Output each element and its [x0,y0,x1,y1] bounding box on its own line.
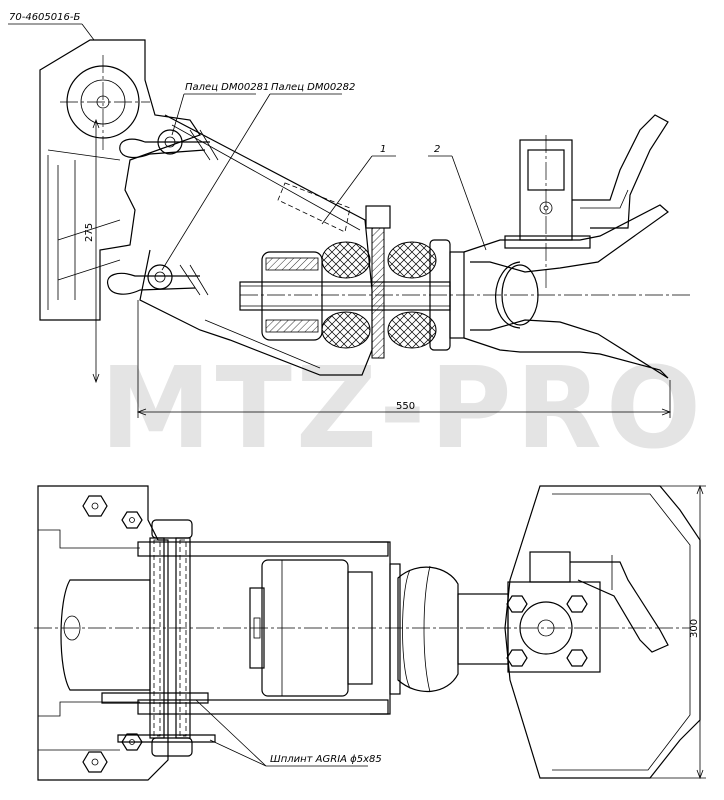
bracket-inner-lines [47,149,121,310]
side-view: 275 550 Палец DM00281 Палец DM00282 1 2 [39,39,690,418]
callout-pin-2-leader [161,93,271,271]
bracket-housing [39,39,201,321]
watermark: MTZ-PRO [100,344,705,474]
rubber-block [397,566,459,693]
yoke [463,204,669,379]
side-plate-lower [137,699,389,715]
plan-view: 300 Шплинт AGRIA ϕ5x85 [34,484,706,781]
callout-pin-1: Палец DM00281 [185,82,269,93]
frame-bolts [82,495,143,773]
dim-height: 275 [84,223,95,242]
coupler-head [504,114,669,290]
upper-pin [119,129,219,161]
callout-cotter-leader-2 [209,739,267,767]
yoke-plate-outline [504,485,701,779]
coupler-bolts [506,595,588,667]
vertical-pin-1 [151,519,193,539]
cotter-pin-upper [101,692,209,704]
callout-item-2: 2 [434,144,440,155]
callout-item-1-leader [321,155,373,225]
release-handle [570,561,669,653]
dim-length: 550 [396,401,415,412]
dim-width: 300 [689,619,700,638]
lower-pin [107,264,209,296]
callout-cotter-pin: Шплинт AGRIA ϕ5x85 [270,754,382,765]
damper-assembly [239,205,465,359]
trunnion-cylinder [60,579,151,691]
plan-shaft [457,593,509,665]
callout-pin-1-leader [171,93,185,136]
callout-pin-2: Палец DM00282 [271,82,355,93]
side-plate-upper [137,541,389,557]
part-number-leader-2 [81,23,95,41]
callout-cotter-leader-1 [195,699,267,767]
callout-item-2-leader [451,155,487,251]
vertical-pin-2 [151,737,193,757]
part-number: 70-4605016-Б [9,12,80,23]
callout-item-1: 1 [380,144,386,155]
mounting-frame [37,485,169,781]
